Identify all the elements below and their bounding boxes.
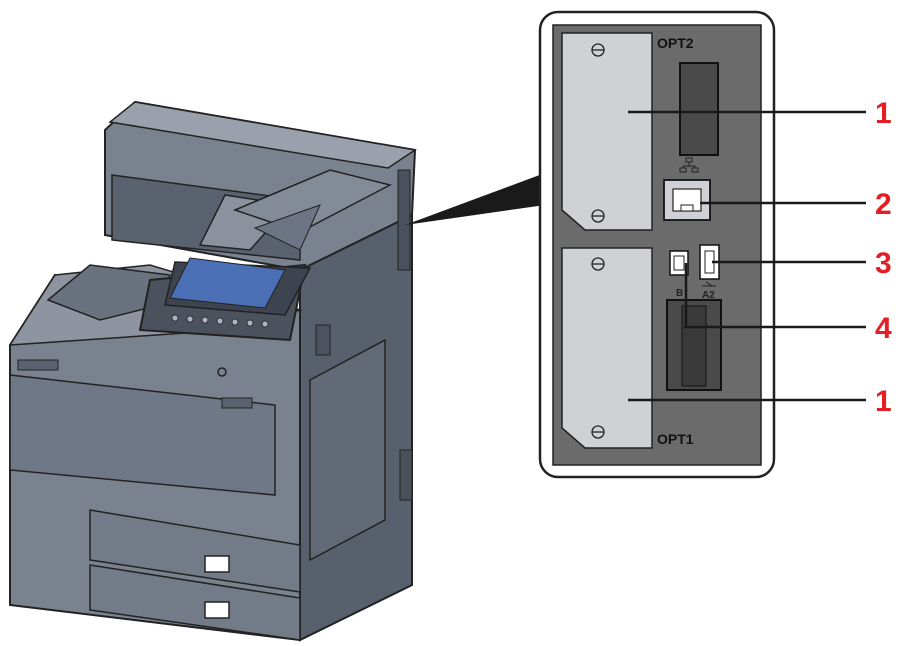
callout-number-4: 4: [875, 312, 892, 345]
port-a2-label: A2: [702, 290, 715, 301]
callout-number-1-lower: 1: [875, 385, 892, 418]
network-icon: [679, 157, 699, 173]
expansion-slot-upper: [679, 62, 719, 156]
interface-panel-zoom: OPT2 OPT1: [538, 10, 776, 479]
scanner-glass: [253, 204, 321, 251]
paper-cassette-2: [89, 564, 301, 641]
printer-illustration: [8, 100, 417, 642]
port-b-label: B: [676, 288, 683, 299]
screw-icon: [591, 209, 605, 223]
network-port: [663, 179, 711, 221]
opt1-slot-cover: [561, 247, 653, 449]
interface-port-area: [397, 169, 411, 271]
cassette-1-indicator: [204, 555, 230, 573]
side-door: [309, 338, 386, 562]
screw-icon: [591, 43, 605, 57]
callout-number-3: 3: [875, 247, 892, 280]
touch-screen: [169, 257, 286, 309]
power-button: [217, 367, 227, 377]
cassette-2-indicator: [204, 601, 230, 619]
opt1-label: OPT1: [657, 431, 694, 447]
zoom-pointer: [405, 173, 545, 225]
screw-icon: [591, 425, 605, 439]
front-door-latch: [221, 397, 253, 409]
screw-icon: [591, 257, 605, 271]
printer-top-cover: [108, 101, 417, 169]
expansion-slot-lower: [666, 299, 722, 391]
opt2-label: OPT2: [657, 35, 694, 51]
paper-cassette-1: [89, 509, 301, 593]
callout-number-2: 2: [875, 188, 892, 221]
side-vent: [399, 449, 413, 501]
opt2-slot-cover: [561, 32, 653, 231]
callout-leaders: [628, 110, 866, 402]
usb-icon: [702, 281, 716, 287]
front-door-handle: [17, 359, 59, 371]
usb-b-port: [669, 250, 689, 276]
side-handle-upper: [315, 324, 331, 356]
front-door: [9, 374, 276, 496]
panel-buttons: [171, 314, 269, 328]
callout-number-1: 1: [875, 97, 892, 130]
